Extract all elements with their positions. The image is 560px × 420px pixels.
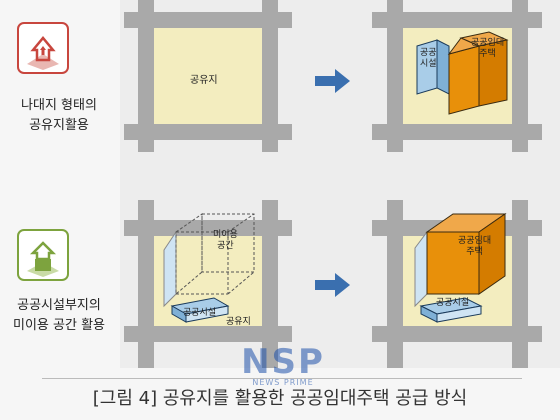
road (138, 0, 154, 152)
housing-side (478, 213, 506, 295)
housing-roof (447, 37, 481, 55)
house-upload-icon (27, 36, 59, 70)
right-arrow-icon (315, 69, 350, 93)
road (387, 0, 403, 152)
road (372, 124, 542, 140)
watermark-sub: NEWS PRIME (252, 378, 314, 387)
road (372, 326, 542, 342)
caption-divider (42, 378, 522, 379)
road (124, 12, 292, 28)
land-lot (154, 28, 262, 124)
bottom-right-buildings (414, 213, 507, 323)
watermark-logo: NSP NEWS PRIME (228, 345, 338, 389)
facility-label: 공공시설 (183, 308, 217, 318)
row-label-vacant-land: 나대지 형태의 공유지활용 (21, 98, 97, 133)
top-right-buildings (416, 31, 509, 115)
housing-label: 공공임대 주택 (471, 38, 505, 59)
right-arrow-icon (315, 273, 350, 297)
road (262, 0, 278, 152)
road (124, 124, 292, 140)
bottom-left-buildings (163, 213, 255, 323)
unused-space-label: 미이용 공간 (213, 230, 238, 251)
housing-label: 공공임대 주택 (458, 236, 492, 257)
lot-label: 공유지 (226, 317, 251, 327)
row-label-facility-land: 공공시설부지의 미이용 공간 활용 (13, 298, 105, 333)
road (372, 12, 542, 28)
lot-label: 공유지 (190, 75, 218, 86)
facility-side (436, 39, 450, 95)
watermark-brand: NSP (241, 342, 325, 382)
figure-caption: [그림 4] 공유지를 활용한 공공임대주택 공급 방식 (92, 388, 468, 409)
house-building-icon (27, 241, 59, 277)
housing-side (478, 39, 508, 107)
road (124, 220, 292, 236)
public-facility-icon (17, 229, 69, 281)
road (124, 326, 292, 342)
road (512, 0, 528, 152)
facility-label: 공공 시설 (420, 48, 437, 69)
vacant-land-icon (17, 22, 69, 74)
facility-label: 공공시설 (436, 298, 470, 308)
